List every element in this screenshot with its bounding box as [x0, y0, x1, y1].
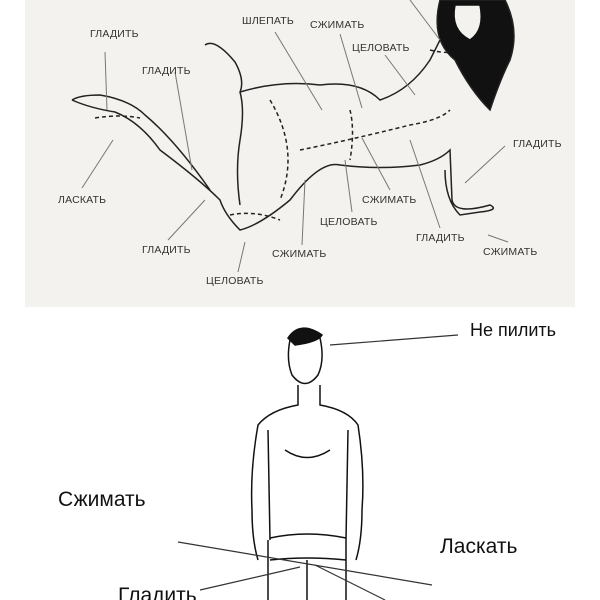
label-gladit-knee: ГЛАДИТЬ: [142, 244, 191, 256]
label-szhimat-hand: СЖИМАТЬ: [483, 246, 538, 258]
label-celovat-knee: ЦЕЛОВАТЬ: [206, 275, 264, 287]
label-szhimat-belly: СЖИМАТЬ: [362, 194, 417, 206]
female-leader-lines: [81, 0, 509, 273]
male-figure: [250, 327, 364, 600]
label-gladit-shin: ГЛАДИТЬ: [142, 65, 191, 77]
label-shlepat: ШЛЕПАТЬ: [242, 15, 294, 27]
label-gladit-arm: ГЛАДИТЬ: [513, 138, 562, 150]
label-szhimat: Сжимать: [58, 488, 146, 511]
label-celovat-back: ЦЕЛОВАТЬ: [352, 42, 410, 54]
label-gladit-foot: ГЛАДИТЬ: [90, 28, 139, 40]
label-laskat: ЛАСКАТЬ: [58, 194, 107, 206]
label-gladit-male: Гладить: [118, 584, 197, 600]
label-celovat-hip: ЦЕЛОВАТЬ: [320, 216, 378, 228]
label-laskat-male: Ласкать: [440, 535, 518, 558]
label-gladit-side: ГЛАДИТЬ: [416, 232, 465, 244]
male-leader-lines: [177, 334, 459, 600]
label-szhimat-thigh: СЖИМАТЬ: [272, 248, 327, 260]
female-figure: [71, 0, 515, 231]
label-szhimat-waist: СЖИМАТЬ: [310, 19, 365, 31]
label-ne-pilit: Не пилить: [470, 320, 556, 340]
